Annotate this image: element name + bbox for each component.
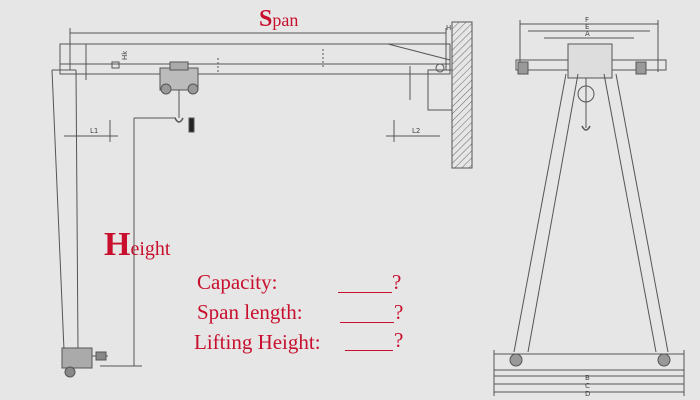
end-mark-top-3: A <box>585 30 590 38</box>
l2-mark: L2 <box>412 127 420 135</box>
lifting-height-label: Lifting Height: <box>194 330 321 354</box>
lifting-height-blank <box>345 350 393 351</box>
end-mark-top-1: F <box>585 16 589 24</box>
end-view <box>493 20 685 396</box>
span-length-question-mark: ? <box>394 300 404 324</box>
capacity-label: Capacity: <box>197 270 278 294</box>
l1-mark: L1 <box>90 127 98 135</box>
end-mark-bottom-2: C <box>585 382 590 390</box>
span-length-blank <box>340 322 394 323</box>
capacity-blank <box>338 292 392 293</box>
end-mark-bottom-3: D <box>585 390 590 398</box>
lifting-height-question-mark: ? <box>394 328 404 352</box>
span-label: Span <box>259 7 298 31</box>
end-mark-bottom-1: B <box>585 374 590 382</box>
end-mark-top-2: E <box>585 23 589 31</box>
wall-support <box>451 21 473 169</box>
left-leg <box>51 69 79 351</box>
span-length-label: Span length: <box>197 300 303 324</box>
height-label: Height <box>104 228 170 262</box>
height-rest: eight <box>130 238 171 260</box>
electric-hoist <box>159 61 199 133</box>
span-rest: pan <box>272 10 299 30</box>
hk-mark: Hk <box>121 50 129 60</box>
h-mark: H <box>446 24 451 32</box>
span-initial: S <box>259 6 273 32</box>
capacity-question-mark: ? <box>392 270 402 294</box>
height-initial: H <box>104 226 131 263</box>
main-girder <box>59 43 451 75</box>
